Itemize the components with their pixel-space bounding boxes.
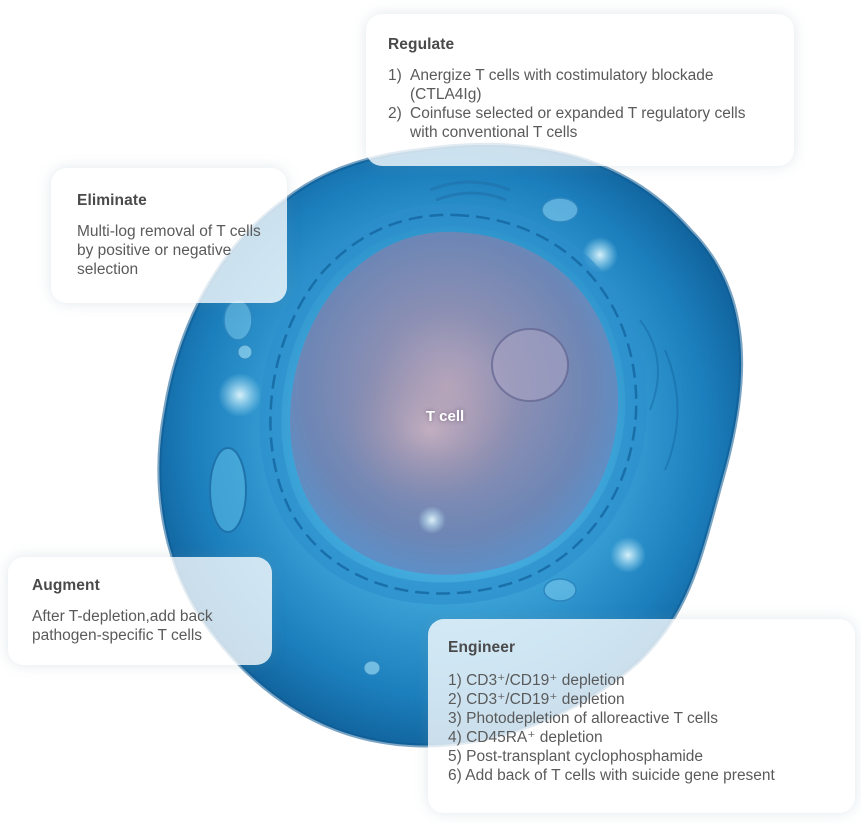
list-item: 5) Post-transplant cyclophosphamide [448, 747, 835, 766]
list-item: 2) CD3⁺/CD19⁺ depletion [448, 690, 835, 709]
augment-text: After T-depletion,add back pathogen-spec… [32, 607, 248, 645]
eliminate-title: Eliminate [77, 192, 261, 210]
augment-title: Augment [32, 577, 248, 595]
augment-callout: Augment After T-depletion,add back patho… [8, 557, 272, 665]
list-item: 1) CD3⁺/CD19⁺ depletion [448, 671, 835, 690]
mitochondrion [210, 448, 246, 532]
chromatin-cloud [340, 355, 520, 505]
regulate-callout: Regulate 1)Anergize T cells with costimu… [366, 14, 794, 166]
engineer-title: Engineer [448, 639, 835, 657]
list-item: 3) Photodepletion of alloreactive T cell… [448, 709, 835, 728]
glow [610, 537, 646, 573]
eliminate-text: Multi-log removal of T cells by positive… [77, 222, 261, 279]
list-item: 4) CD45RA⁺ depletion [448, 728, 835, 747]
glow [218, 373, 262, 417]
nucleolus [492, 329, 568, 401]
vesicle [542, 198, 578, 222]
vesicle [224, 300, 252, 340]
vesicle [544, 579, 576, 601]
regulate-list: 1)Anergize T cells with costimulatory bl… [388, 66, 772, 142]
cell-label: T cell [405, 408, 485, 425]
list-item: 2)Coinfuse selected or expanded T regula… [388, 104, 772, 142]
eliminate-callout: Eliminate Multi-log removal of T cells b… [51, 168, 287, 303]
list-item: 1)Anergize T cells with costimulatory bl… [388, 66, 772, 104]
vesicle [238, 345, 252, 359]
vesicle [364, 661, 380, 675]
glow [418, 506, 446, 534]
list-item: 6) Add back of T cells with suicide gene… [448, 766, 835, 785]
regulate-title: Regulate [388, 36, 772, 54]
engineer-list: 1) CD3⁺/CD19⁺ depletion 2) CD3⁺/CD19⁺ de… [448, 671, 835, 785]
engineer-callout: Engineer 1) CD3⁺/CD19⁺ depletion 2) CD3⁺… [428, 619, 855, 813]
